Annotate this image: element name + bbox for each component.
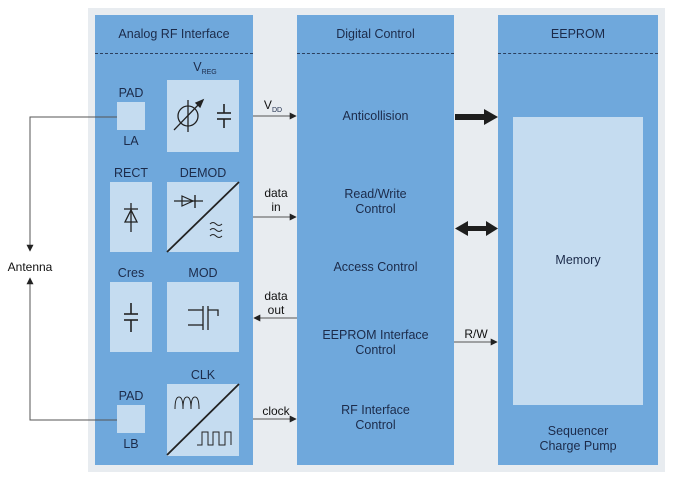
cres-label: Cres [117, 266, 145, 280]
eeprom-header-divider [498, 53, 658, 54]
pad-a-top-label: PAD [118, 86, 144, 100]
vdd-label: VDD [258, 98, 288, 118]
mod-label: MOD [188, 266, 218, 280]
vdd-sub: DD [271, 107, 283, 114]
rf-if-line1: RF Interface [341, 403, 410, 417]
vreg-box [167, 80, 239, 152]
access-control-text: Access Control [333, 260, 418, 274]
eeprom-if-line1: EEPROM Interface [322, 328, 429, 342]
wire-la-to-antenna [26, 116, 117, 252]
antenna-wires [26, 116, 117, 421]
digital-item-access-control: Access Control [297, 260, 454, 275]
rectifier-diode-icon [123, 203, 139, 232]
pad-la [117, 102, 145, 130]
pad-lb [117, 405, 145, 433]
read-write-line1: Read/Write [344, 187, 407, 201]
data-out-line2: out [267, 303, 285, 317]
vreg-label: VREG [180, 60, 230, 80]
pad-b-top-label: PAD [118, 389, 144, 403]
vreg-sub: REG [201, 69, 217, 76]
antenna-label: Antenna [7, 260, 53, 274]
clock-converter-icon [166, 383, 240, 456]
digital-item-anticollision: Anticollision [297, 109, 454, 124]
digital-control-block: Digital Control [297, 15, 454, 465]
read-write-line2: Control [355, 202, 396, 216]
modulator-transistor-icon [188, 306, 219, 330]
pad-b-bottom-label: LB [123, 437, 139, 451]
digital-block-title: Digital Control [336, 27, 415, 41]
data-out-line1: data [264, 289, 288, 303]
rw-label: R/W [464, 327, 488, 341]
vdd-main: V [263, 98, 272, 112]
memory-box [513, 117, 643, 405]
analog-block-title: Analog RF Interface [118, 27, 230, 41]
bus-arrow-right [455, 109, 498, 125]
demodulator-icon [166, 181, 240, 253]
sequencer-label: Sequencer [547, 424, 609, 438]
data-in-line2: in [271, 200, 281, 214]
clk-label: CLK [190, 368, 216, 382]
rect-label: RECT [113, 166, 149, 180]
demod-label: DEMOD [179, 166, 227, 180]
bus-arrow-bidirectional [455, 221, 498, 236]
variable-source-icon [173, 98, 205, 132]
eeprom-if-line2: Control [355, 343, 396, 357]
charge-pump-label: Charge Pump [539, 439, 617, 453]
data-in-line1: data [264, 186, 288, 200]
capacitor-icon [217, 104, 231, 128]
resonance-capacitor-icon [124, 303, 138, 332]
eeprom-block-title: EEPROM [550, 27, 606, 41]
memory-label: Memory [555, 253, 601, 267]
pad-a-bottom-label: LA [123, 134, 139, 148]
analog-header-divider [95, 53, 253, 54]
wire-lb-to-antenna [26, 277, 117, 421]
clock-label: clock [262, 404, 290, 418]
digital-header-divider [297, 53, 454, 54]
anticollision-text: Anticollision [342, 109, 409, 123]
vreg-main: V [193, 60, 202, 74]
rf-if-line2: Control [355, 418, 396, 432]
cres-box [110, 282, 152, 352]
